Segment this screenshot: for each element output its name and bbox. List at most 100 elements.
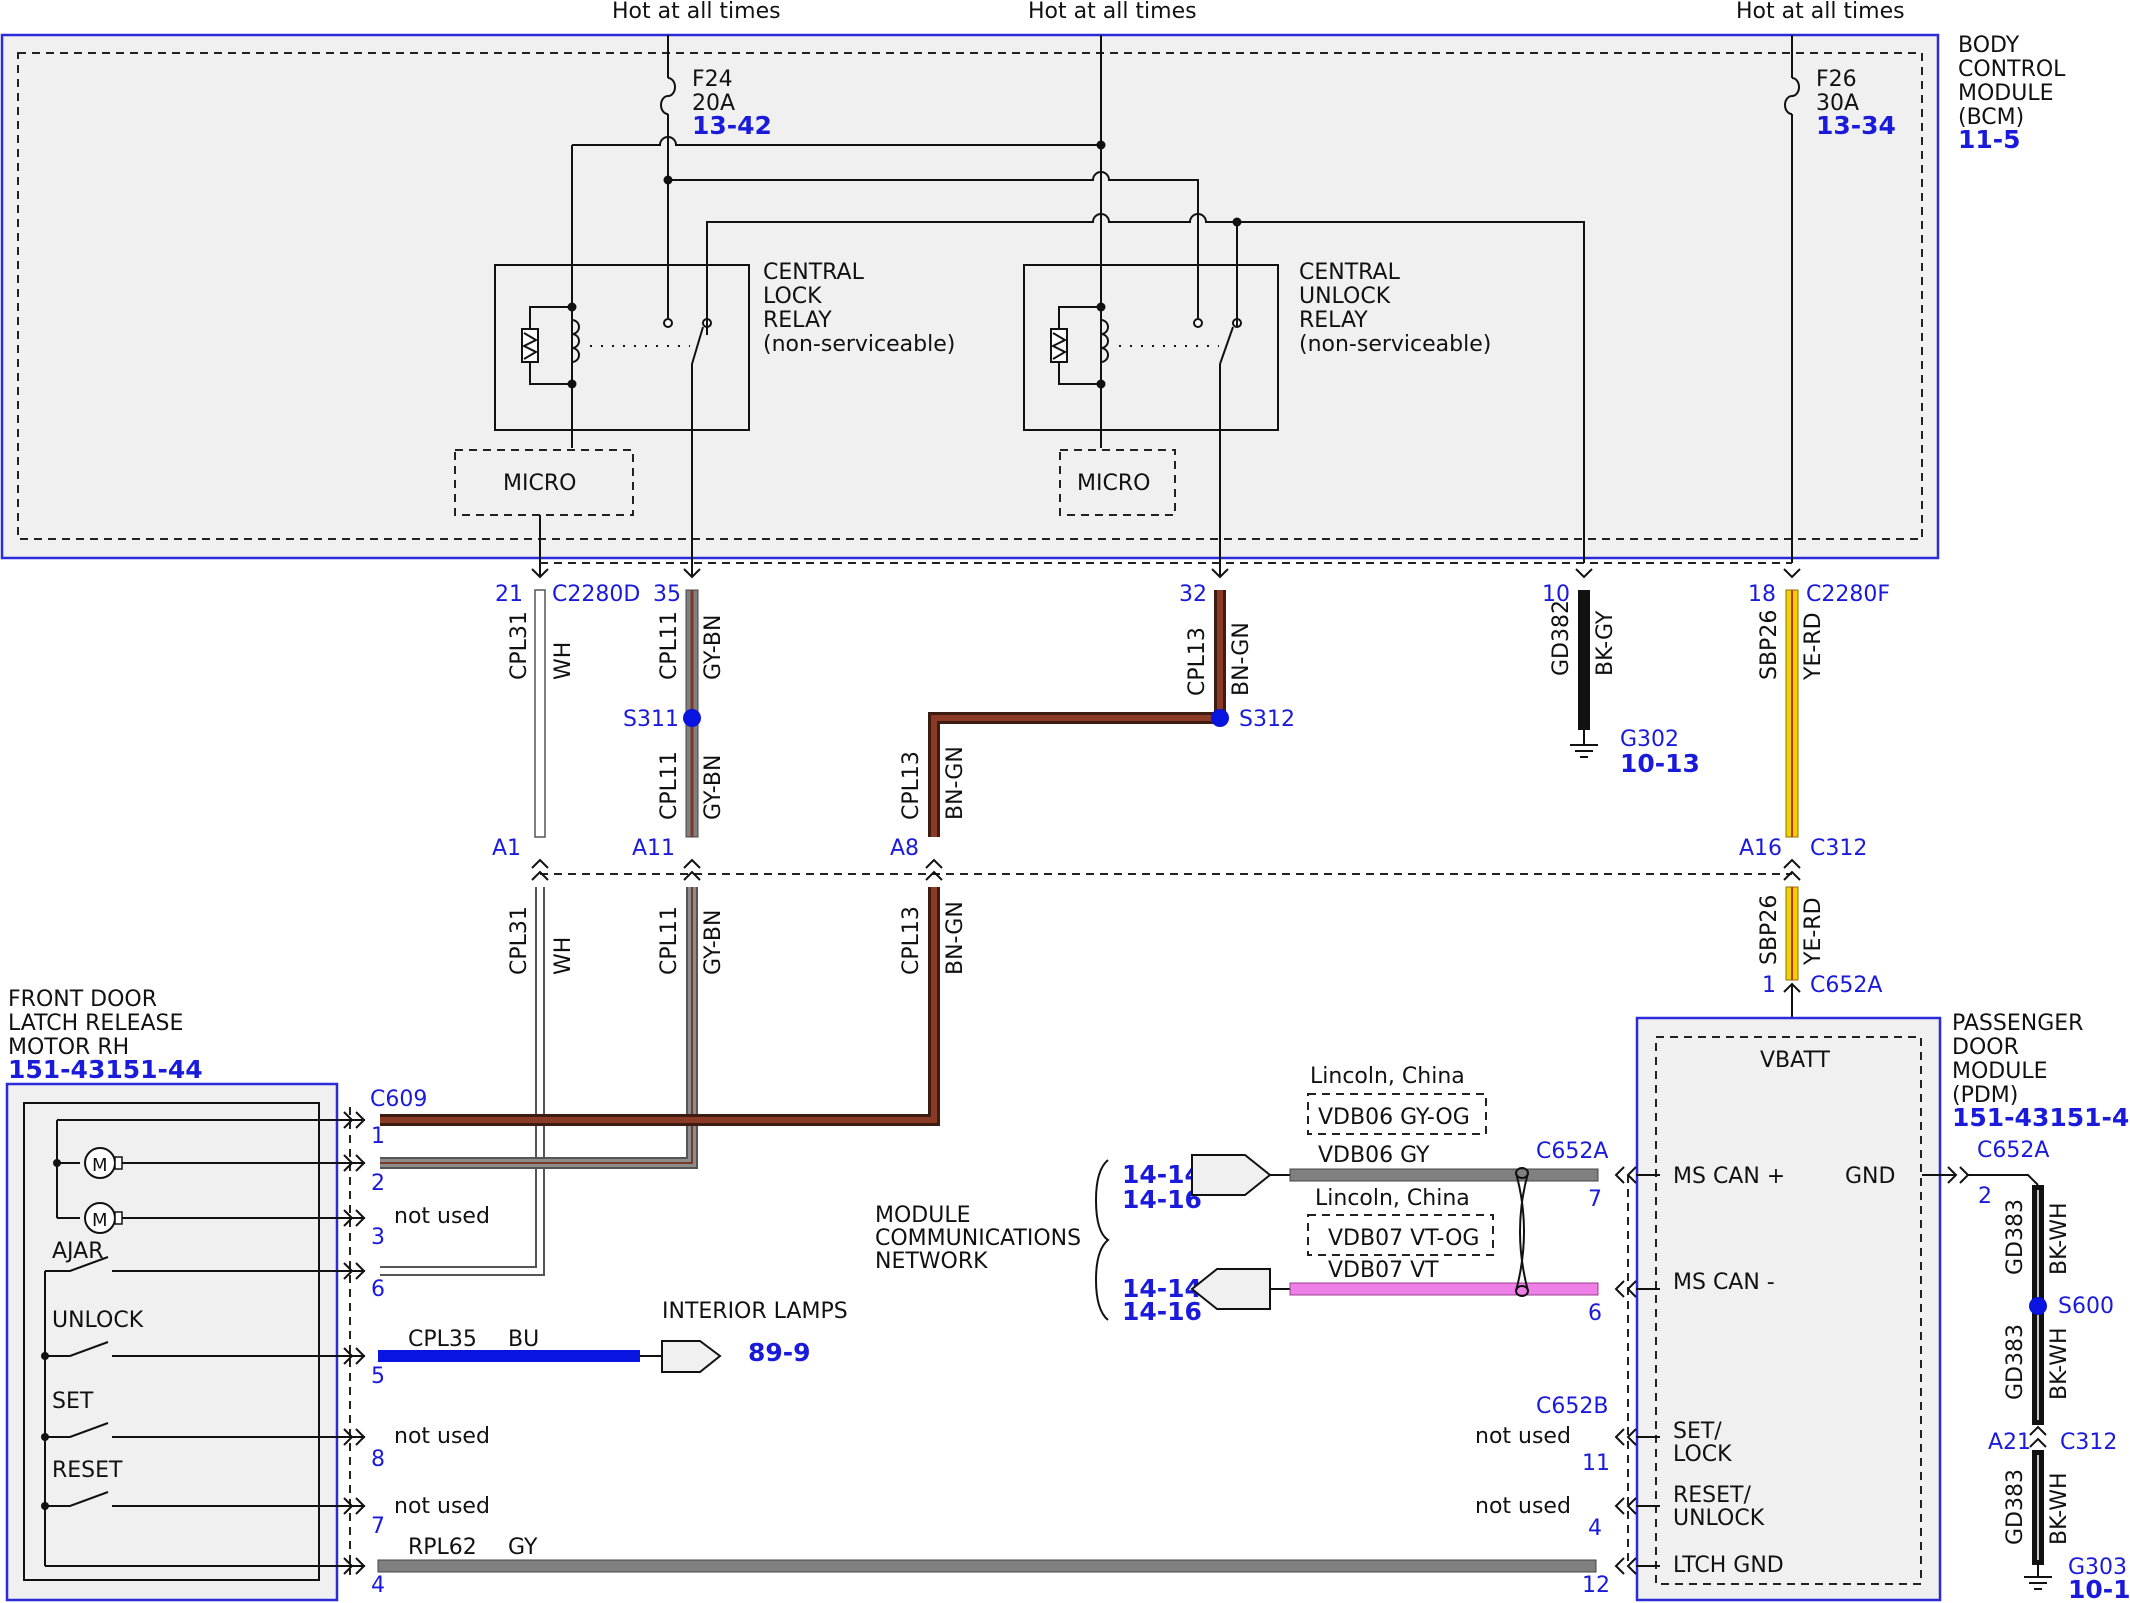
- latch-name-2: LATCH RELEASE: [8, 1011, 183, 1036]
- pdm-ltch-gnd: LTCH GND: [1673, 1553, 1784, 1578]
- pdm-module: [1635, 1016, 1942, 1602]
- label-cpl31-a: CPL31: [507, 611, 532, 680]
- pdm-name-1: PASSENGER: [1952, 1011, 2083, 1036]
- bcm-name-1: BODY: [1958, 33, 2020, 58]
- pdm-left-arrows: [1614, 1166, 1660, 1575]
- unlock-relay-label-4: (non-serviceable): [1299, 332, 1491, 357]
- fuse-f26-rating: 30A: [1816, 91, 1859, 116]
- label-gd382: GD382: [1549, 600, 1574, 676]
- lock-relay-label-1: CENTRAL: [763, 260, 865, 285]
- hot-label-2: Hot at all times: [1028, 0, 1197, 24]
- c2280-arrows: [531, 568, 1801, 579]
- label-cpl31-b: CPL31: [507, 906, 532, 975]
- wire-cpl13-upper: [928, 590, 1226, 837]
- latch-pin-6: 6: [371, 1277, 385, 1302]
- label-bkwh-b: BK-WH: [2047, 1327, 2072, 1400]
- latch-ref[interactable]: 151-43151-44: [8, 1055, 203, 1084]
- micro-box-1: [454, 449, 634, 516]
- network-ref-3[interactable]: 14-14: [1122, 1274, 1202, 1303]
- label-bu: BU: [508, 1327, 539, 1352]
- pdm-name-4: (PDM): [1952, 1083, 2018, 1108]
- g303-ref[interactable]: 10-19: [2068, 1575, 2130, 1603]
- unlock-relay-label-1: CENTRAL: [1299, 260, 1401, 285]
- junction-dot: [53, 1159, 61, 1167]
- fuse-f24-symbol: [660, 77, 676, 115]
- wire-cpl31-lower: [380, 887, 545, 1276]
- not-used-latch-3: not used: [394, 1204, 490, 1229]
- vdb06-main: VDB06 GY: [1318, 1143, 1430, 1168]
- pin-10: 10: [1542, 582, 1570, 607]
- hot-label-1: Hot at all times: [612, 0, 781, 24]
- label-wh-b: WH: [551, 937, 576, 975]
- lock-relay-label-2: LOCK: [763, 284, 822, 309]
- pin-a21: A21: [1988, 1430, 2031, 1455]
- connector-c312: C312: [1810, 836, 1867, 861]
- latch-pin-4: 4: [371, 1573, 385, 1598]
- latch-pin-2: 2: [371, 1171, 385, 1196]
- bcm-ref[interactable]: 11-5: [1958, 125, 2021, 154]
- switch-unlock: UNLOCK: [52, 1308, 144, 1333]
- label-bkwh-a: BK-WH: [2047, 1202, 2072, 1275]
- pin-32: 32: [1179, 582, 1207, 607]
- pin-a8: A8: [890, 836, 919, 861]
- latch-pin-3: 3: [371, 1225, 385, 1250]
- connector-c609: C609: [370, 1087, 427, 1112]
- c609-arrows: [343, 1111, 366, 1575]
- label-cpl11-c: CPL11: [657, 906, 682, 975]
- wire-gd382: [1570, 590, 1598, 758]
- pdm-reset-unlock-2: UNLOCK: [1673, 1506, 1765, 1531]
- label-cpl11-a: CPL11: [657, 611, 682, 680]
- fuse-f24-ref[interactable]: 13-42: [692, 111, 772, 140]
- label-cpl11-b: CPL11: [657, 751, 682, 820]
- label-cpl13-b: CPL13: [899, 751, 924, 820]
- lock-relay-label-3: RELAY: [763, 308, 832, 333]
- lock-relay-label-4: (non-serviceable): [763, 332, 955, 357]
- splice-s312-label: S312: [1239, 707, 1295, 732]
- network-ref-1[interactable]: 14-14: [1122, 1160, 1202, 1189]
- network-ref-4[interactable]: 14-16: [1122, 1297, 1202, 1326]
- ms-can-minus-connector: [1190, 1268, 1271, 1310]
- network-label-1: MODULE: [875, 1203, 971, 1228]
- motor-1-icon: M: [84, 1147, 123, 1179]
- wire-rpl62: [377, 1559, 1597, 1573]
- wire-cpl35: [378, 1350, 640, 1362]
- latch-pin-7: 7: [371, 1514, 385, 1539]
- central-unlock-relay: [1023, 264, 1279, 431]
- switch-ajar: AJAR: [52, 1239, 104, 1264]
- interior-lamps-ref[interactable]: 89-9: [748, 1338, 811, 1367]
- connector-c2280d: C2280D: [552, 582, 640, 607]
- switch-set: SET: [52, 1389, 94, 1414]
- junction-dot: [41, 1433, 49, 1441]
- pdm-gnd-pin: 2: [1978, 1184, 1992, 1209]
- fuse-f26-ref[interactable]: 13-34: [1816, 111, 1896, 140]
- label-cpl13-c: CPL13: [899, 906, 924, 975]
- label-sbp26-a: SBP26: [1757, 610, 1782, 680]
- label-yerd-a: YE-RD: [1801, 612, 1826, 681]
- label-bkgy: BK-GY: [1593, 610, 1618, 676]
- connector-c652a-gnd: C652A: [1977, 1138, 2049, 1163]
- not-used-latch-8: not used: [394, 1424, 490, 1449]
- wire-cpl31-upper: [534, 589, 546, 838]
- pdm-set-lock-2: LOCK: [1673, 1442, 1732, 1467]
- g302-ref[interactable]: 10-13: [1620, 749, 1700, 778]
- latch-pin-1: 1: [371, 1124, 385, 1149]
- twisted-pair-end: [1515, 1285, 1529, 1297]
- vdb07-alt: VDB07 VT-OG: [1328, 1226, 1479, 1251]
- label-wh-a: WH: [551, 642, 576, 680]
- not-used-pdm-11: not used: [1475, 1424, 1571, 1449]
- pdm-pin-4: 4: [1588, 1516, 1602, 1541]
- connector-c2280f: C2280F: [1806, 582, 1890, 607]
- latch-pin-5: 5: [371, 1364, 385, 1389]
- g303-label: G303: [2068, 1555, 2127, 1580]
- pdm-ref[interactable]: 151-43151-44: [1952, 1103, 2130, 1132]
- vdb07-main: VDB07 VT: [1328, 1258, 1439, 1283]
- label-gd383-c: GD383: [2003, 1469, 2028, 1545]
- label-gy-rpl62: GY: [508, 1535, 538, 1560]
- switch-reset: RESET: [52, 1458, 123, 1483]
- splice-s600: [2029, 1297, 2047, 1315]
- pdm-ms-can-plus: MS CAN +: [1673, 1164, 1785, 1189]
- micro-box-2: [1059, 449, 1176, 516]
- pin-18: 18: [1748, 582, 1776, 607]
- network-ref-2[interactable]: 14-16: [1122, 1185, 1202, 1214]
